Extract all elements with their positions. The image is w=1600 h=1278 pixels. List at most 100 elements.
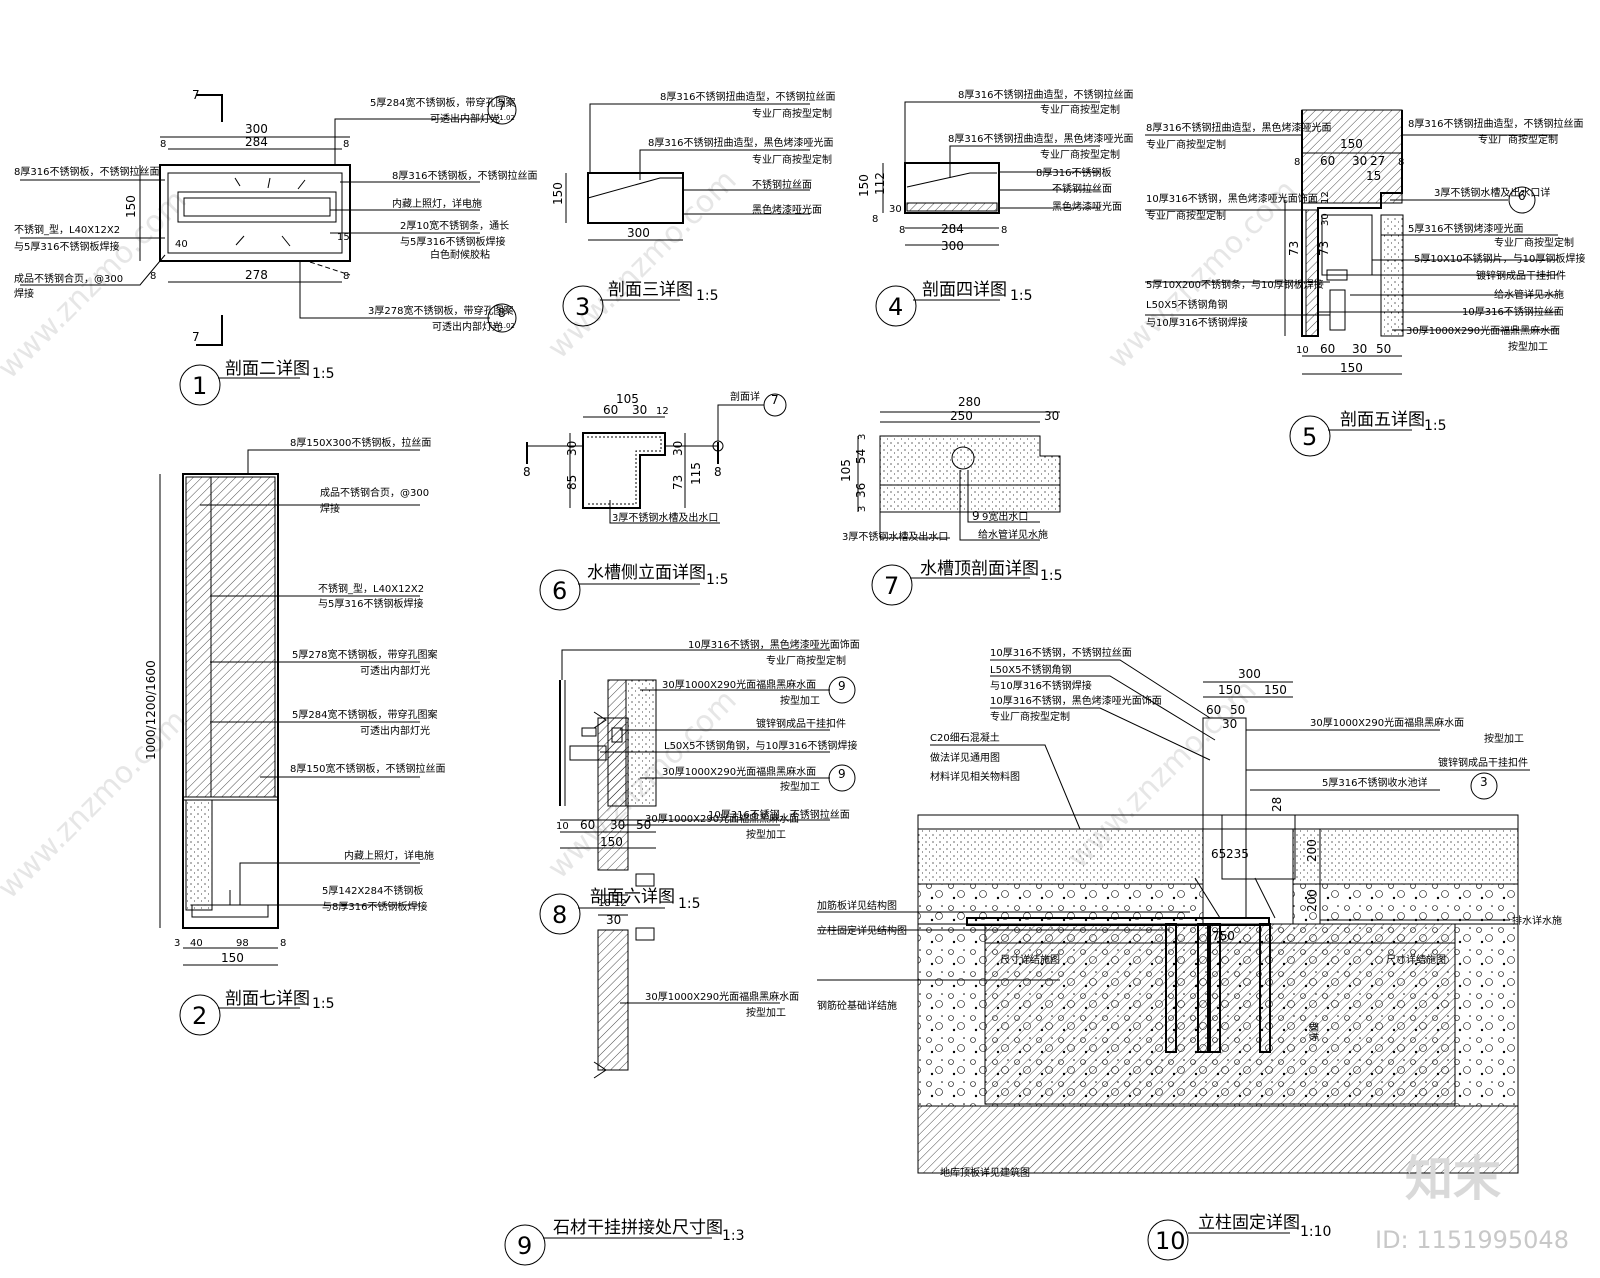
svg-text:镀锌钢成品干挂扣件: 镀锌钢成品干挂扣件 — [756, 717, 846, 730]
svg-text:按型加工: 按型加工 — [746, 1006, 786, 1019]
svg-text:30: 30 — [1352, 154, 1367, 168]
svg-text:内藏上照灯，详电施: 内藏上照灯，详电施 — [344, 849, 434, 862]
svg-text:1:5: 1:5 — [706, 572, 729, 588]
svg-text:750: 750 — [1212, 929, 1235, 943]
svg-text:235: 235 — [1226, 847, 1249, 861]
svg-text:1:5: 1:5 — [312, 996, 335, 1012]
svg-text:按型加工: 按型加工 — [746, 828, 786, 841]
svg-text:镀锌钢成品干挂扣件: 镀锌钢成品干挂扣件 — [1476, 269, 1566, 282]
svg-text:与8厚316不锈钢板焊接: 与8厚316不锈钢板焊接 — [322, 900, 427, 913]
svg-text:8厚316不锈钢扭曲造型，黑色烤漆哑光面: 8厚316不锈钢扭曲造型，黑色烤漆哑光面 — [1146, 121, 1331, 134]
detail-10-title: 10 立柱固定详图 1:10 — [1147, 1213, 1331, 1261]
svg-text:30: 30 — [1222, 717, 1237, 731]
svg-text:钢筋砼基础详结施: 钢筋砼基础详结施 — [817, 999, 897, 1012]
svg-text:15: 15 — [337, 232, 350, 243]
svg-text:1:10: 1:10 — [1300, 1224, 1331, 1240]
svg-text:8厚150宽不锈钢板，不锈钢拉丝面: 8厚150宽不锈钢板，不锈钢拉丝面 — [290, 762, 445, 775]
svg-text:排水详水施: 排水详水施 — [1512, 914, 1562, 927]
svg-text:73: 73 — [671, 475, 685, 490]
svg-text:地库顶板详见建筑图: 地库顶板详见建筑图 — [940, 1166, 1030, 1179]
svg-text:1:5: 1:5 — [312, 366, 335, 382]
svg-text:112: 112 — [873, 172, 887, 195]
svg-text:150: 150 — [1264, 683, 1287, 697]
watermark-url: www.znzmo.com — [541, 163, 744, 366]
svg-text:30: 30 — [606, 913, 621, 927]
svg-text:5厚284宽不锈钢板，带穿孔图案: 5厚284宽不锈钢板，带穿孔图案 — [292, 708, 437, 721]
svg-text:36: 36 — [854, 483, 868, 498]
svg-text:黑色烤漆哑光面: 黑色烤漆哑光面 — [752, 203, 822, 216]
svg-text:115: 115 — [689, 462, 703, 485]
svg-text:8: 8 — [1001, 225, 1007, 236]
svg-text:与10厚316不锈钢焊接: 与10厚316不锈钢焊接 — [990, 679, 1092, 692]
svg-text:300: 300 — [1238, 667, 1261, 681]
svg-text:成品不锈钢合页，@300: 成品不锈钢合页，@300 — [320, 486, 429, 499]
svg-text:50: 50 — [1376, 342, 1391, 356]
watermark-url: www.znzmo.com — [0, 703, 194, 906]
svg-text:8: 8 — [714, 465, 722, 479]
detail-6-title: 6 水槽侧立面详图 1:5 — [539, 563, 729, 611]
svg-text:专业厂商按型定制: 专业厂商按型定制 — [1478, 133, 1558, 146]
detail-7-title: 7 水槽顶剖面详图 1:5 — [871, 559, 1063, 606]
svg-text:3: 3 — [857, 434, 868, 440]
svg-text:8: 8 — [899, 225, 905, 236]
svg-text:专业厂商按型定制: 专业厂商按型定制 — [1040, 103, 1120, 116]
svg-text:8厚150X300不锈钢板，拉丝面: 8厚150X300不锈钢板，拉丝面 — [290, 436, 431, 449]
svg-text:1:5: 1:5 — [1010, 288, 1033, 304]
svg-text:与5厚316不锈钢板焊接: 与5厚316不锈钢板焊接 — [318, 597, 423, 610]
svg-text:150: 150 — [857, 174, 871, 197]
svg-text:8: 8 — [552, 901, 567, 929]
svg-text:300: 300 — [245, 122, 268, 136]
svg-text:60: 60 — [1206, 703, 1221, 717]
svg-text:3厚不锈钢水槽及出水口: 3厚不锈钢水槽及出水口 — [842, 530, 948, 543]
svg-text:3: 3 — [575, 293, 590, 321]
svg-text:8: 8 — [343, 139, 349, 150]
svg-text:10厚316不锈钢，不锈钢拉丝面: 10厚316不锈钢，不锈钢拉丝面 — [708, 808, 850, 821]
svg-text:8厚316不锈钢扭曲造型，不锈钢拉丝面: 8厚316不锈钢扭曲造型，不锈钢拉丝面 — [660, 90, 835, 103]
svg-text:镀锌钢成品干挂扣件: 镀锌钢成品干挂扣件 — [1438, 756, 1528, 769]
svg-text:立柱固定详见结构图: 立柱固定详见结构图 — [817, 924, 907, 937]
svg-text:300: 300 — [941, 239, 964, 253]
svg-text:30: 30 — [889, 204, 902, 215]
brand-logo-text: 知末 — [1405, 1151, 1501, 1207]
detail-7: 280 250 30 3 54 105 36 3 9 9宽出水口 3厚不锈钢水槽… — [839, 395, 1061, 543]
detail-8-title: 8 剖面六详图 1:5 — [539, 887, 701, 935]
svg-text:284: 284 — [941, 222, 964, 236]
svg-text:200: 200 — [1305, 889, 1319, 912]
svg-text:12: 12 — [614, 898, 627, 909]
svg-text:150: 150 — [221, 951, 244, 965]
id-text: ID: 1151995048 — [1375, 1226, 1569, 1254]
svg-text:材料详见相关物料图: 材料详见相关物料图 — [930, 770, 1020, 783]
svg-text:白色耐候胶粘: 白色耐候胶粘 — [430, 248, 490, 261]
svg-text:可透出内部灯光: 可透出内部灯光 — [360, 664, 430, 677]
svg-text:1: 1 — [192, 372, 207, 400]
detail-5-title: 5 剖面五详图 1:5 — [1289, 410, 1447, 457]
svg-text:73: 73 — [1287, 241, 1301, 256]
svg-text:黑色烤漆哑光面: 黑色烤漆哑光面 — [1052, 200, 1122, 213]
svg-text:8厚316不锈钢扭曲造型，黑色烤漆哑光面: 8厚316不锈钢扭曲造型，黑色烤漆哑光面 — [948, 132, 1133, 145]
svg-text:30厚1000X290光面福鼎黑麻水面: 30厚1000X290光面福鼎黑麻水面 — [1406, 324, 1560, 337]
svg-text:1:3: 1:3 — [722, 1228, 745, 1244]
svg-text:2厚10宽不锈钢条，通长: 2厚10宽不锈钢条，通长 — [400, 219, 509, 232]
detail-9-title: 9 石材干挂拼接处尺寸图 1:3 — [504, 1218, 745, 1266]
svg-text:10: 10 — [1296, 345, 1309, 356]
svg-text:10厚316不锈钢，黑色烤漆哑光面饰面: 10厚316不锈钢，黑色烤漆哑光面饰面 — [688, 638, 860, 651]
svg-text:尺寸详结施图: 尺寸详结施图 — [1386, 953, 1446, 966]
svg-text:200: 200 — [1305, 839, 1319, 862]
svg-text:15: 15 — [1366, 169, 1381, 183]
svg-text:水槽顶剖面详图: 水槽顶剖面详图 — [920, 559, 1039, 579]
svg-text:按型加工: 按型加工 — [780, 694, 820, 707]
svg-text:3: 3 — [857, 506, 868, 512]
svg-text:给水管详见水施: 给水管详见水施 — [978, 528, 1048, 541]
svg-text:L50X5不锈钢角钢，与10厚316不锈钢焊接: L50X5不锈钢角钢，与10厚316不锈钢焊接 — [664, 739, 857, 752]
svg-text:LD1.02: LD1.02 — [490, 322, 515, 330]
svg-text:10: 10 — [556, 821, 569, 832]
svg-text:30厚1000X290光面福鼎黑麻水面: 30厚1000X290光面福鼎黑麻水面 — [662, 765, 816, 778]
svg-text:1:5: 1:5 — [696, 288, 719, 304]
svg-text:不锈钢_型，L40X12X2: 不锈钢_型，L40X12X2 — [14, 223, 120, 236]
svg-text:30厚1000X290光面福鼎黑麻水面: 30厚1000X290光面福鼎黑麻水面 — [645, 812, 799, 825]
